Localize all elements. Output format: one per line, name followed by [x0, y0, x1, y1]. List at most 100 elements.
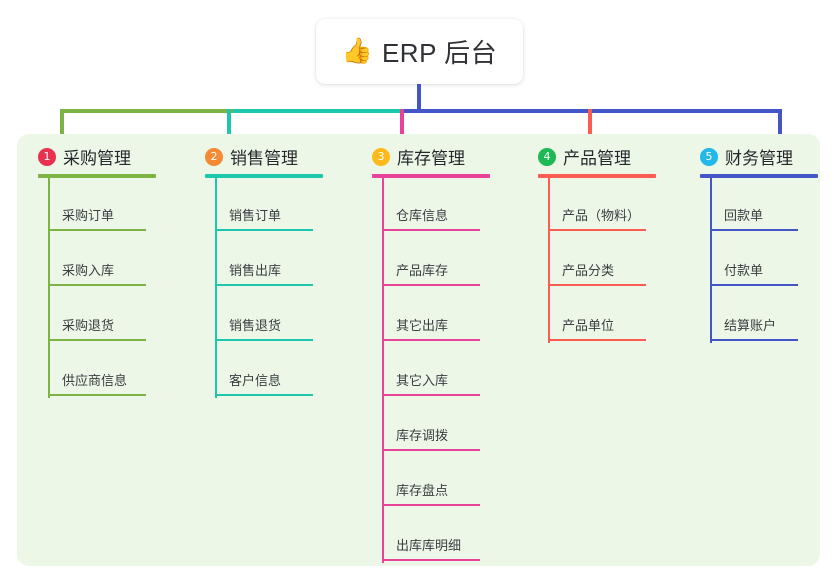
- column-rule-4: [538, 174, 656, 178]
- leaf-item-label: 仓库信息: [396, 208, 449, 223]
- connector-drop-finance: [778, 109, 782, 149]
- leaf-item[interactable]: 仓库信息: [382, 183, 480, 231]
- leaf-item[interactable]: 其它出库: [382, 293, 480, 341]
- leaf-item[interactable]: 结算账户: [710, 293, 798, 341]
- column-rule-3: [372, 174, 490, 178]
- column-header-5[interactable]: 5 财务管理: [700, 144, 793, 169]
- leaf-item-rule: [382, 449, 480, 451]
- leaf-item-rule: [382, 394, 480, 396]
- leaf-item[interactable]: 客户信息: [215, 348, 313, 396]
- leaf-item-rule: [382, 559, 480, 561]
- branch-column-3: 3 库存管理仓库信息产品库存其它出库其它入库库存调拨库存盘点出库库明细: [372, 134, 520, 566]
- leaf-item-label: 产品库存: [396, 263, 449, 278]
- leaf-item-label: 其它出库: [396, 318, 449, 333]
- leaf-item-label: 出库库明细: [396, 538, 462, 553]
- connector-sales-to-inventory: [233, 109, 400, 113]
- column-spine-3: [382, 176, 384, 563]
- column-spine-1: [48, 176, 50, 398]
- leaf-item-label: 供应商信息: [62, 373, 128, 388]
- column-title-3: 库存管理: [397, 149, 465, 168]
- leaf-item[interactable]: 付款单: [710, 238, 798, 286]
- trunk-line: [417, 84, 421, 112]
- column-header-2[interactable]: 2 销售管理: [205, 144, 298, 169]
- branch-column-5: 5 财务管理回款单付款单结算账户: [700, 134, 825, 566]
- leaf-item-label: 销售出库: [229, 263, 282, 278]
- leaf-item-rule: [382, 284, 480, 286]
- connector-drop-sales: [227, 109, 231, 149]
- leaf-item-label: 采购退货: [62, 318, 115, 333]
- branches-panel: [17, 134, 820, 566]
- leaf-item[interactable]: 销售退货: [215, 293, 313, 341]
- leaf-item-rule: [710, 229, 798, 231]
- leaf-item[interactable]: 采购退货: [48, 293, 146, 341]
- leaf-item[interactable]: 产品分类: [548, 238, 646, 286]
- thumbs-up-icon: 👍: [341, 37, 373, 65]
- leaf-item-label: 客户信息: [229, 373, 282, 388]
- column-title-1: 采购管理: [63, 149, 131, 168]
- column-title-5: 财务管理: [725, 149, 793, 168]
- leaf-item[interactable]: 出库库明细: [382, 513, 480, 561]
- column-spine-2: [215, 176, 217, 398]
- column-header-3[interactable]: 3 库存管理: [372, 144, 465, 169]
- column-header-1[interactable]: 1 采购管理: [38, 144, 131, 169]
- column-title-2: 销售管理: [230, 149, 298, 168]
- leaf-item-rule: [548, 339, 646, 341]
- column-header-4[interactable]: 4 产品管理: [538, 144, 631, 169]
- leaf-item-rule: [382, 229, 480, 231]
- leaf-item-rule: [48, 284, 146, 286]
- column-title-4: 产品管理: [563, 149, 631, 168]
- column-badge-4: 4: [538, 147, 556, 166]
- branch-column-4: 4 产品管理产品（物料） 产品分类产品单位: [538, 134, 686, 566]
- column-badge-3: 3: [372, 147, 390, 166]
- branch-column-2: 2 销售管理销售订单销售出库销售退货客户信息: [205, 134, 353, 566]
- leaf-item[interactable]: 采购订单: [48, 183, 146, 231]
- column-spine-5: [710, 176, 712, 343]
- connector-drop-purchase: [60, 109, 64, 149]
- leaf-item-label: 产品单位: [562, 318, 615, 333]
- leaf-item[interactable]: 销售订单: [215, 183, 313, 231]
- leaf-item-label: 库存调拨: [396, 428, 449, 443]
- leaf-item-rule: [215, 394, 313, 396]
- leaf-item-label: 付款单: [724, 263, 764, 278]
- root-node-card[interactable]: 👍 ERP 后台: [316, 19, 523, 84]
- leaf-item-rule: [382, 504, 480, 506]
- leaf-item[interactable]: 供应商信息: [48, 348, 146, 396]
- column-badge-5: 5: [700, 147, 718, 166]
- leaf-item-label: 产品（物料）: [562, 208, 641, 223]
- leaf-item-label: 库存盘点: [396, 483, 449, 498]
- column-rule-2: [205, 174, 323, 178]
- leaf-item-label: 其它入库: [396, 373, 449, 388]
- leaf-item-rule: [382, 339, 480, 341]
- leaf-item-rule: [548, 284, 646, 286]
- leaf-item-label: 采购订单: [62, 208, 115, 223]
- column-spine-4: [548, 176, 550, 343]
- leaf-item[interactable]: 产品库存: [382, 238, 480, 286]
- leaf-item-rule: [215, 339, 313, 341]
- column-badge-2: 2: [205, 147, 223, 166]
- leaf-item[interactable]: 产品（物料）: [548, 183, 646, 231]
- root-node-title: ERP 后台: [381, 38, 498, 68]
- leaf-item-rule: [710, 284, 798, 286]
- connector-drop-inventory: [400, 109, 404, 149]
- column-rule-5: [700, 174, 818, 178]
- leaf-item[interactable]: 库存调拨: [382, 403, 480, 451]
- leaf-item-label: 销售退货: [229, 318, 282, 333]
- leaf-item-label: 销售订单: [229, 208, 282, 223]
- connector-drop-product: [588, 109, 592, 149]
- leaf-item-label: 回款单: [724, 208, 764, 223]
- leaf-item-label: 产品分类: [562, 263, 615, 278]
- leaf-item[interactable]: 采购入库: [48, 238, 146, 286]
- leaf-item-rule: [215, 229, 313, 231]
- leaf-item[interactable]: 回款单: [710, 183, 798, 231]
- branch-column-1: 1 采购管理采购订单采购入库采购退货供应商信息: [38, 134, 186, 566]
- column-badge-1: 1: [38, 147, 56, 166]
- leaf-item-rule: [48, 229, 146, 231]
- leaf-item[interactable]: 其它入库: [382, 348, 480, 396]
- leaf-item[interactable]: 销售出库: [215, 238, 313, 286]
- leaf-item-rule: [215, 284, 313, 286]
- leaf-item[interactable]: 产品单位: [548, 293, 646, 341]
- column-rule-1: [38, 174, 156, 178]
- connector-purchase-to-sales: [60, 109, 233, 113]
- leaf-item[interactable]: 库存盘点: [382, 458, 480, 506]
